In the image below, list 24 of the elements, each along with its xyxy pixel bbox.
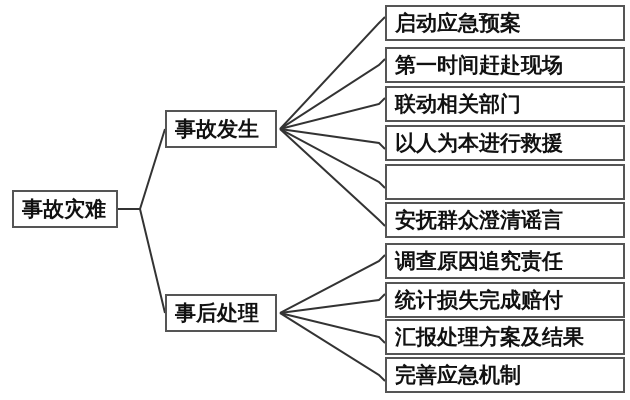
connector-line: [280, 97, 386, 130]
topic-box: 启动应急预案: [385, 5, 625, 41]
connector-line: [280, 312, 386, 344]
connector-line: [279, 128, 386, 227]
connector-line: [280, 128, 386, 189]
connector-line: [279, 58, 386, 130]
empty-box: [385, 164, 625, 200]
topic-box: 安抚群众澄清谣言: [385, 202, 625, 238]
topic-box: 第一时间赶赴现场: [385, 47, 625, 83]
connector-line: [280, 128, 386, 150]
topic-box: 完善应急机制: [385, 357, 625, 393]
topic-box: 事故发生: [165, 110, 277, 148]
topic-box: 以人为本进行救援: [385, 125, 625, 161]
topic-box: 事后处理: [165, 294, 277, 332]
topic-box: 事故灾难: [12, 190, 118, 228]
connector-line: [280, 293, 386, 314]
topic-box: 调查原因追究责任: [385, 243, 625, 279]
topic-box: 汇报处理方案及结果: [385, 319, 625, 355]
topic-box: 联动相关部门: [385, 86, 625, 122]
connector-line: [118, 208, 166, 314]
connector-line: [280, 254, 386, 314]
connector-line: [279, 16, 386, 130]
connector-line: [279, 312, 386, 382]
topic-box: 统计损失完成赔付: [385, 282, 625, 318]
